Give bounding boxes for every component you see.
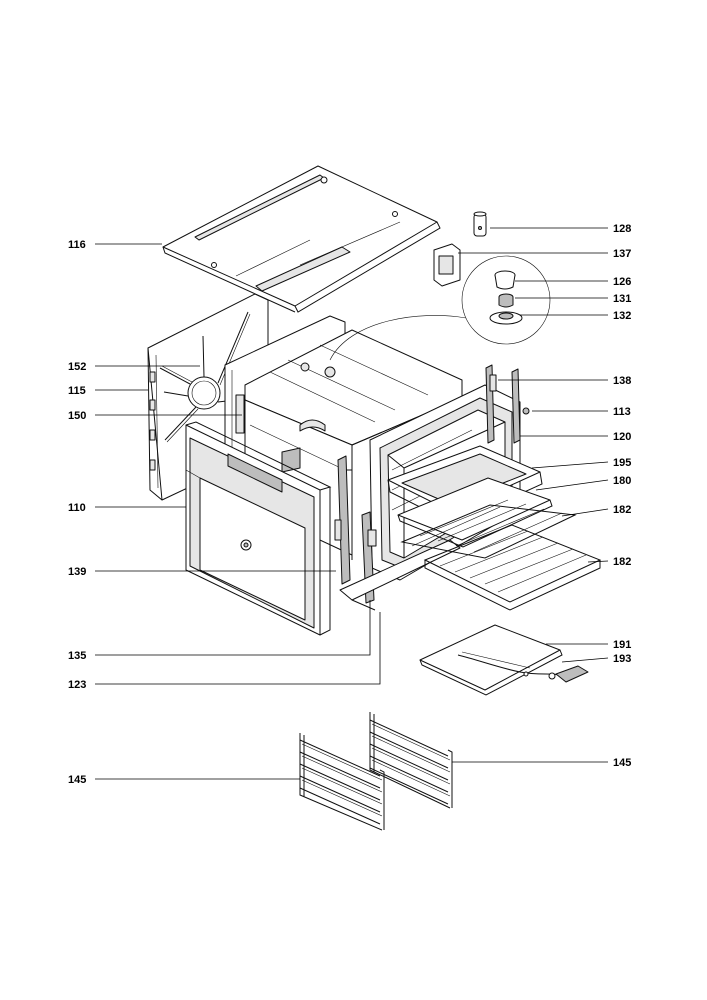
callout-131: 131 [613, 293, 631, 305]
knob-insert-131 [498, 293, 514, 308]
oven-base-plate [339, 539, 461, 611]
callout-180: 180 [613, 475, 631, 487]
wire-shelf-upper [400, 499, 577, 559]
probe-plate-191 [419, 624, 563, 696]
callout-116: 116 [68, 239, 86, 251]
knob-128 [473, 211, 487, 237]
callout-115: 115 [68, 385, 86, 397]
wire-shelf-lower [423, 524, 602, 611]
callout-145-left: 145 [68, 774, 86, 786]
baking-tray [387, 445, 543, 525]
knob-base-132 [489, 311, 523, 325]
callout-139: 139 [68, 566, 86, 578]
callout-132: 132 [613, 310, 631, 322]
callout-120: 120 [613, 431, 631, 443]
leader-193 [561, 657, 609, 663]
leader-lines [95, 227, 609, 780]
callout-152: 152 [68, 361, 86, 373]
callout-138: 138 [613, 375, 631, 387]
knob-cap-126 [494, 270, 516, 290]
flat-tray [397, 477, 553, 548]
callout-123: 123 [68, 679, 86, 691]
leader-182a [561, 508, 609, 517]
callout-135: 135 [68, 650, 86, 662]
front-frame-clips [485, 364, 521, 444]
callout-110: 110 [68, 502, 86, 514]
side-rail-left [299, 733, 385, 831]
door-hinge-left [334, 455, 353, 585]
switch-bracket-137 [433, 243, 461, 287]
side-rail-right [369, 712, 453, 809]
callout-145-right: 145 [613, 757, 631, 769]
screw-113 [522, 407, 530, 415]
meat-probe-193 [457, 651, 589, 683]
callout-195: 195 [613, 457, 631, 469]
callout-191: 191 [613, 639, 631, 651]
top-cover-panel [162, 165, 441, 313]
oven-cavity [244, 329, 463, 556]
oven-door [185, 421, 332, 636]
callout-137: 137 [613, 248, 631, 260]
leader-123 [95, 612, 381, 685]
callout-193: 193 [613, 653, 631, 665]
callout-113: 113 [613, 406, 631, 418]
callout-labels: 116 128 137 126 131 132 152 115 150 138 … [68, 223, 631, 786]
callout-182-upper: 182 [613, 504, 631, 516]
leader-182b [587, 560, 609, 563]
knob-group-circle [461, 255, 551, 345]
callout-150: 150 [68, 410, 86, 422]
leader-195 [531, 461, 609, 469]
leader-180 [535, 479, 609, 491]
callout-126: 126 [613, 276, 631, 288]
leader-135 [95, 600, 371, 656]
callout-182-lower: 182 [613, 556, 631, 568]
callout-128: 128 [613, 223, 631, 235]
